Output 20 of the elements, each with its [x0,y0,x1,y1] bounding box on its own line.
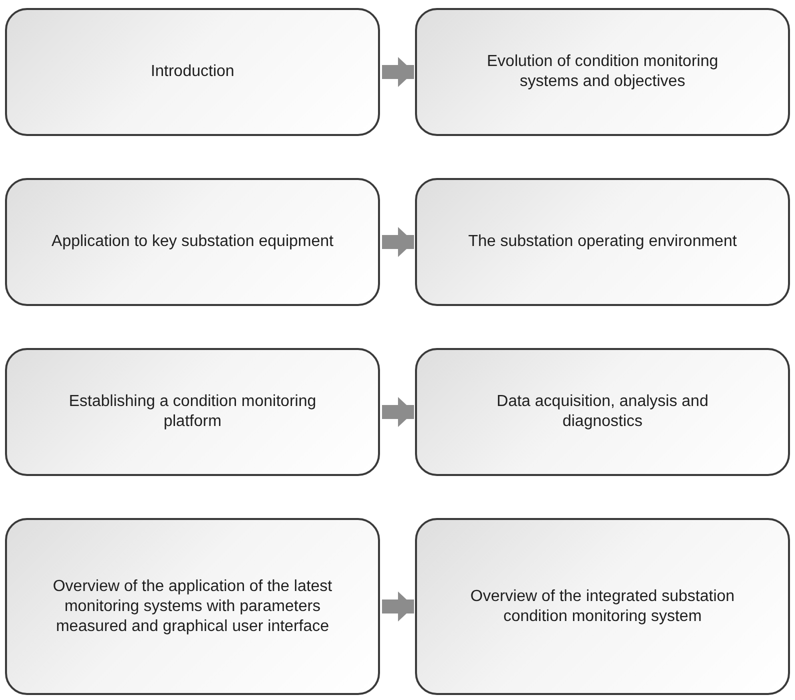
topic-text: Overview of the integrated substation condition monitoring system [469,586,736,626]
topic-box [5,518,380,695]
block-arrow [382,592,414,622]
block-arrow [382,397,414,427]
topic-box [415,348,790,476]
topic-box [415,518,790,695]
topic-box [5,348,380,476]
topic-text: The substation operating environment [468,232,737,252]
topic-text: Establishing a condition monitoring platform [68,392,318,432]
block-arrow [382,227,414,257]
block-arrow [382,57,414,87]
topic-box [5,8,380,136]
topic-box [415,178,790,306]
topic-text: Overview of the application of the latest monitoring systems with parameters measured and graphical user interface [52,576,334,636]
topic-text: Application to key substation equipment [52,232,334,252]
topic-text: Introduction [150,62,234,82]
topic-box [415,8,790,136]
topic-box [5,178,380,306]
topic-text: Data acquisition, analysis and diagnostics [496,392,710,432]
topic-text: Evolution of condition monitoring systems and objectives [486,52,720,92]
